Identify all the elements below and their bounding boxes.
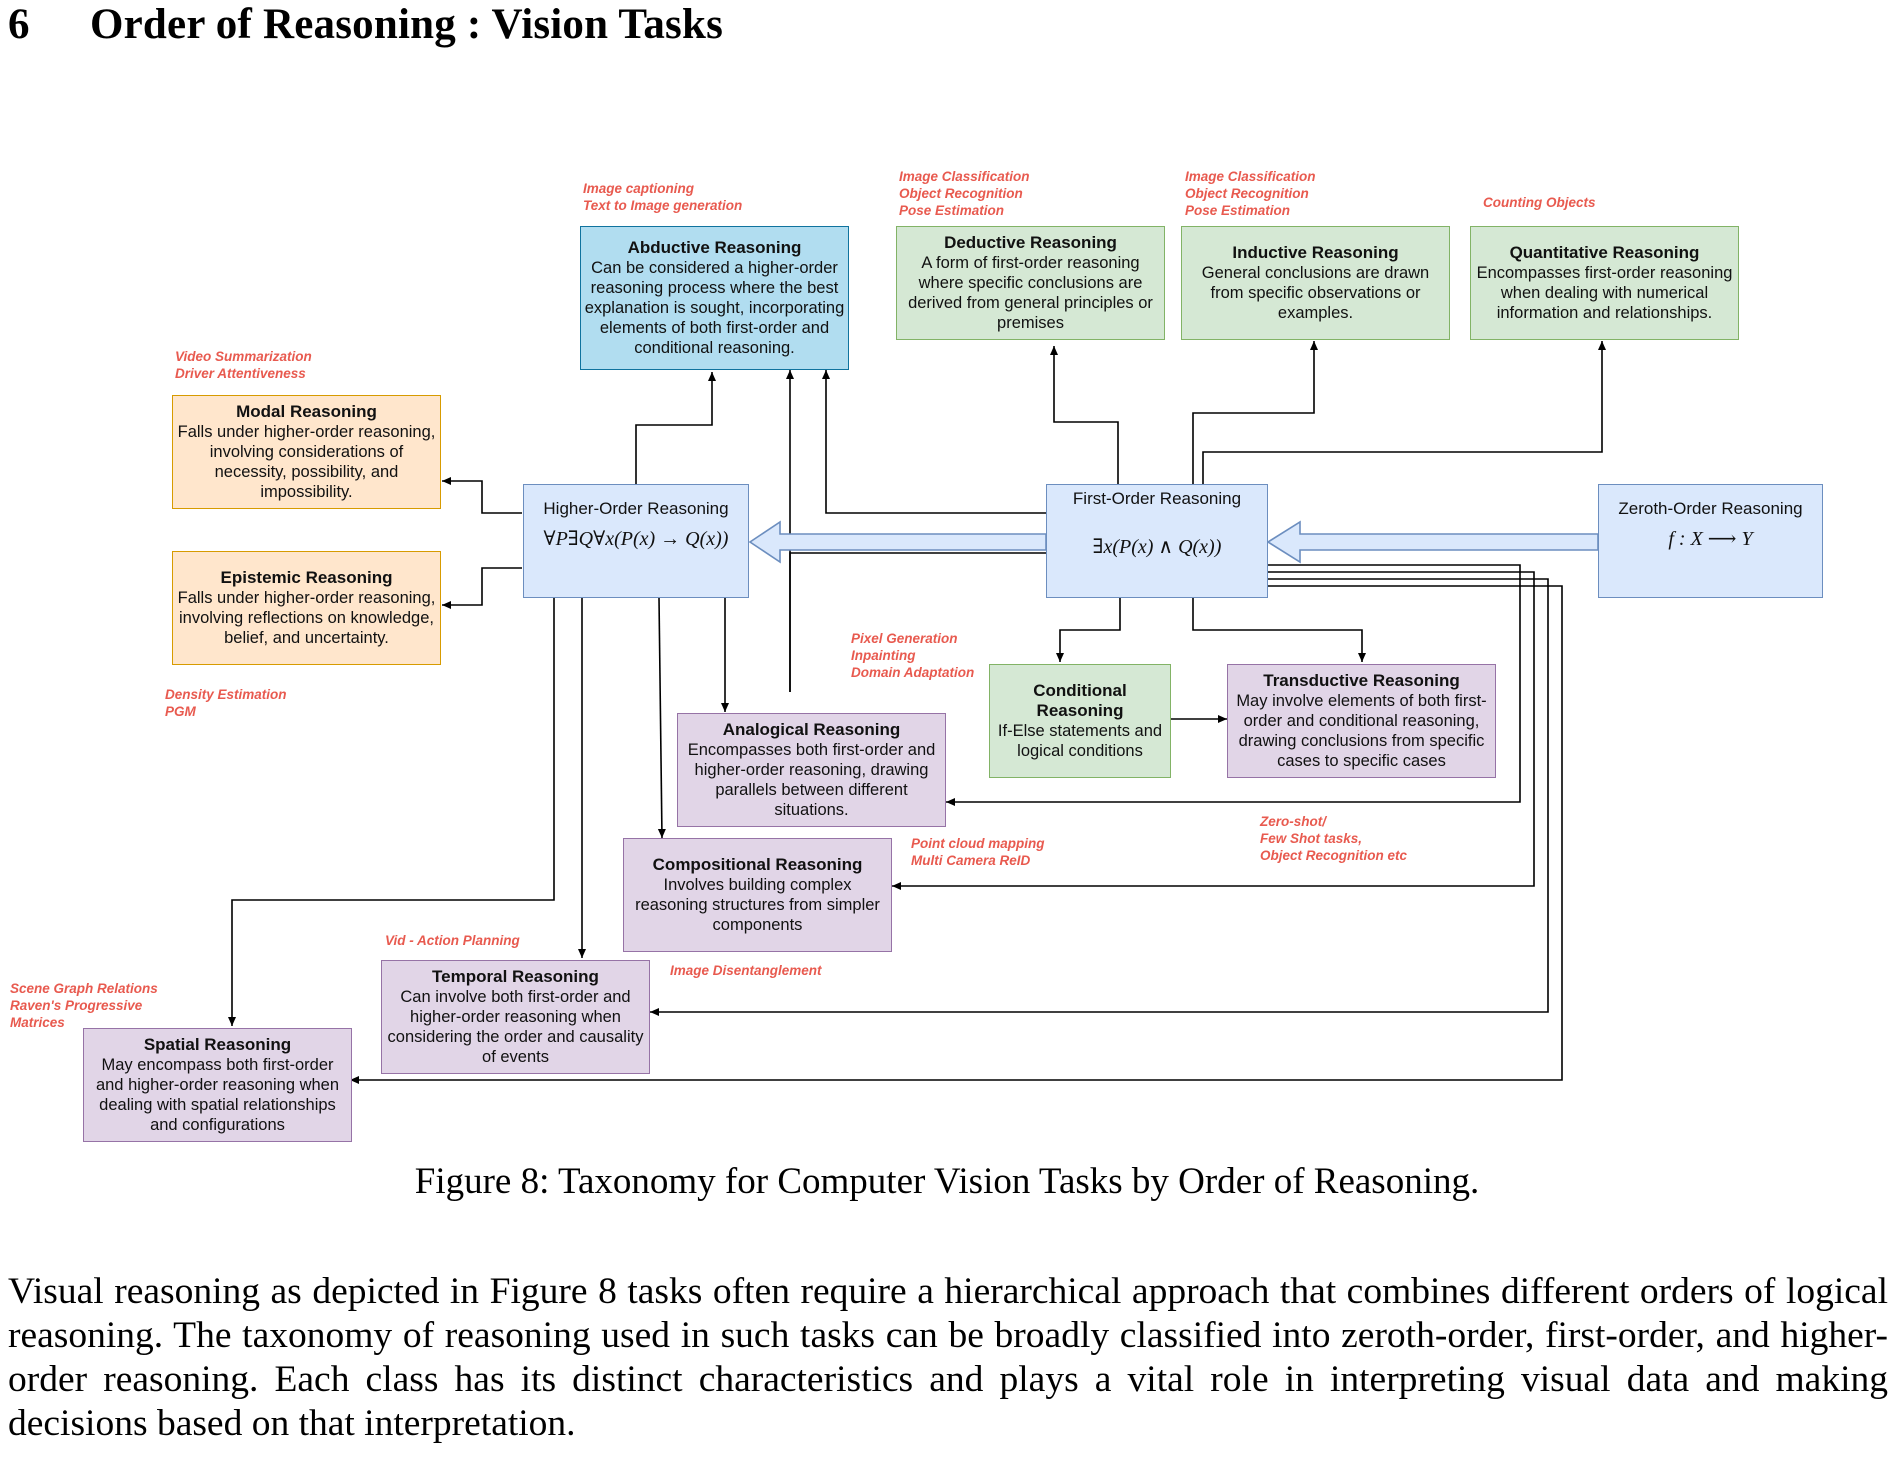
annotation-line: Pixel Generation — [851, 631, 958, 646]
epistemic-annotation: Density Estimation PGM — [165, 686, 287, 720]
conditional-reasoning-box: Conditional Reasoning If-Else statements… — [989, 664, 1171, 778]
box-title: Modal Reasoning — [236, 402, 377, 421]
annotation-line: Image captioning — [583, 181, 695, 196]
annotation-line: Multi Camera ReID — [911, 853, 1031, 868]
annotation-line: Scene Graph Relations — [10, 981, 158, 996]
connector-arrows — [228, 341, 1606, 1084]
transductive-annotation: Zero-shot/ Few Shot tasks, Object Recogn… — [1260, 813, 1407, 864]
box-title: Spatial Reasoning — [143, 1035, 292, 1054]
annotation-line: Matrices — [10, 1015, 65, 1030]
box-description: Encompasses both first-order and higher-… — [687, 741, 936, 819]
annotation-line: Text to Image generation — [583, 198, 743, 213]
annotation-line: Inpainting — [851, 648, 916, 663]
deductive-annotation: Image Classification Object Recognition … — [899, 168, 1030, 219]
compositional-annotation: Point cloud mapping Multi Camera ReID — [911, 835, 1045, 869]
box-description: Falls under higher-order reasoning, invo… — [177, 589, 436, 647]
box-title: Abductive Reasoning — [627, 238, 802, 257]
box-description: Falls under higher-order reasoning, invo… — [177, 423, 436, 501]
annotation-line: Image Disentanglement — [670, 963, 822, 978]
annotation-line: Object Recognition — [1185, 186, 1309, 201]
box-title: Zeroth-Order Reasoning — [1618, 499, 1803, 518]
box-description: May involve elements of both first-order… — [1236, 692, 1487, 770]
box-title: Quantitative Reasoning — [1509, 243, 1700, 262]
higher-order-reasoning-box: Higher-Order Reasoning ∀P∃Q∀x(P(x) → Q(x… — [523, 484, 749, 598]
quantitative-annotation: Counting Objects — [1483, 194, 1596, 211]
annotation-line: Vid - Action Planning — [385, 933, 520, 948]
box-title: Epistemic Reasoning — [220, 568, 393, 587]
section-heading: 6 Order of Reasoning : Vision Tasks — [8, 0, 723, 49]
taxonomy-figure: Image captioning Text to Image generatio… — [0, 160, 1894, 1150]
deductive-reasoning-box: Deductive Reasoning A form of first-orde… — [896, 226, 1165, 340]
temporal-reasoning-box: Temporal Reasoning Can involve both firs… — [381, 960, 650, 1074]
annotation-line: Few Shot tasks, — [1260, 831, 1363, 846]
section-title: Order of Reasoning : Vision Tasks — [90, 1, 724, 48]
temporal-annotation: Vid - Action Planning — [385, 932, 520, 949]
box-description: May encompass both first-order and highe… — [95, 1056, 340, 1134]
analogical-reasoning-box: Analogical Reasoning Encompasses both fi… — [677, 713, 946, 827]
box-description: General conclusions are drawn from speci… — [1201, 264, 1430, 322]
annotation-line: Image Classification — [899, 169, 1030, 184]
annotation-line: Object Recognition etc — [1260, 848, 1408, 863]
box-title: Transductive Reasoning — [1263, 671, 1460, 690]
annotation-line: Raven's Progressive — [10, 998, 143, 1013]
annotation-line: Density Estimation — [165, 687, 287, 702]
box-title: Compositional Reasoning — [652, 855, 863, 874]
transductive-reasoning-box: Transductive Reasoning May involve eleme… — [1227, 664, 1496, 778]
box-title: Temporal Reasoning — [432, 967, 599, 986]
annotation-line: Counting Objects — [1483, 195, 1596, 210]
box-description: Can involve both first-order and higher-… — [387, 988, 644, 1066]
annotation-line: Video Summarization — [175, 349, 312, 364]
inductive-reasoning-box: Inductive Reasoning General conclusions … — [1181, 226, 1450, 340]
epistemic-reasoning-box: Epistemic Reasoning Falls under higher-o… — [172, 551, 441, 665]
box-title: Conditional Reasoning — [1033, 681, 1127, 720]
abductive-reasoning-box: Abductive Reasoning Can be considered a … — [580, 226, 849, 370]
modal-annotation: Video Summarization Driver Attentiveness — [175, 348, 312, 382]
analogical-annotation: Image Disentanglement — [670, 962, 822, 979]
compositional-reasoning-box: Compositional Reasoning Involves buildin… — [623, 838, 892, 952]
annotation-line: Object Recognition — [899, 186, 1023, 201]
annotation-line: Zero-shot/ — [1260, 814, 1326, 829]
annotation-line: Point cloud mapping — [911, 836, 1045, 851]
spatial-annotation: Scene Graph Relations Raven's Progressiv… — [10, 980, 158, 1031]
inductive-annotation: Image Classification Object Recognition … — [1185, 168, 1316, 219]
annotation-line: Pose Estimation — [1185, 203, 1291, 218]
body-paragraph: Visual reasoning as depicted in Figure 8… — [8, 1271, 1888, 1444]
figure-caption: Figure 8: Taxonomy for Computer Vision T… — [414, 1161, 1480, 1202]
box-formula: ∀P∃Q∀x(P(x) → Q(x)) — [543, 528, 729, 550]
zeroth-order-reasoning-box: Zeroth-Order Reasoning f : X ⟶ Y — [1598, 484, 1823, 598]
conditional-annotation: Pixel Generation Inpainting Domain Adapt… — [851, 630, 974, 681]
box-formula: ∃x(P(x) ∧ Q(x)) — [1092, 536, 1222, 558]
annotation-line: Pose Estimation — [899, 203, 1005, 218]
annotation-line: Domain Adaptation — [851, 665, 975, 680]
abductive-annotation: Image captioning Text to Image generatio… — [583, 180, 742, 214]
box-title: Inductive Reasoning — [1232, 243, 1399, 262]
box-formula: f : X ⟶ Y — [1668, 528, 1753, 550]
annotation-line: PGM — [165, 704, 196, 719]
first-order-reasoning-box: First-Order Reasoning ∃x(P(x) ∧ Q(x)) — [1046, 484, 1268, 598]
modal-reasoning-box: Modal Reasoning Falls under higher-order… — [172, 395, 441, 509]
box-title: Deductive Reasoning — [944, 233, 1117, 252]
box-title: Higher-Order Reasoning — [543, 499, 729, 518]
box-description: A form of first-order reasoning where sp… — [908, 254, 1153, 332]
annotation-line: Image Classification — [1185, 169, 1316, 184]
box-description: Encompasses first-order reasoning when d… — [1476, 264, 1733, 322]
box-title: Analogical Reasoning — [722, 720, 901, 739]
box-description: Involves building complex reasoning stru… — [635, 876, 880, 934]
box-title: First-Order Reasoning — [1072, 489, 1242, 508]
box-description: If-Else statements and logical condition… — [997, 722, 1163, 760]
box-description: Can be considered a higher-order reasoni… — [584, 259, 845, 357]
spatial-reasoning-box: Spatial Reasoning May encompass both fir… — [83, 1028, 352, 1142]
annotation-line: Driver Attentiveness — [175, 366, 306, 381]
quantitative-reasoning-box: Quantitative Reasoning Encompasses first… — [1470, 226, 1739, 340]
section-number: 6 — [8, 1, 30, 48]
